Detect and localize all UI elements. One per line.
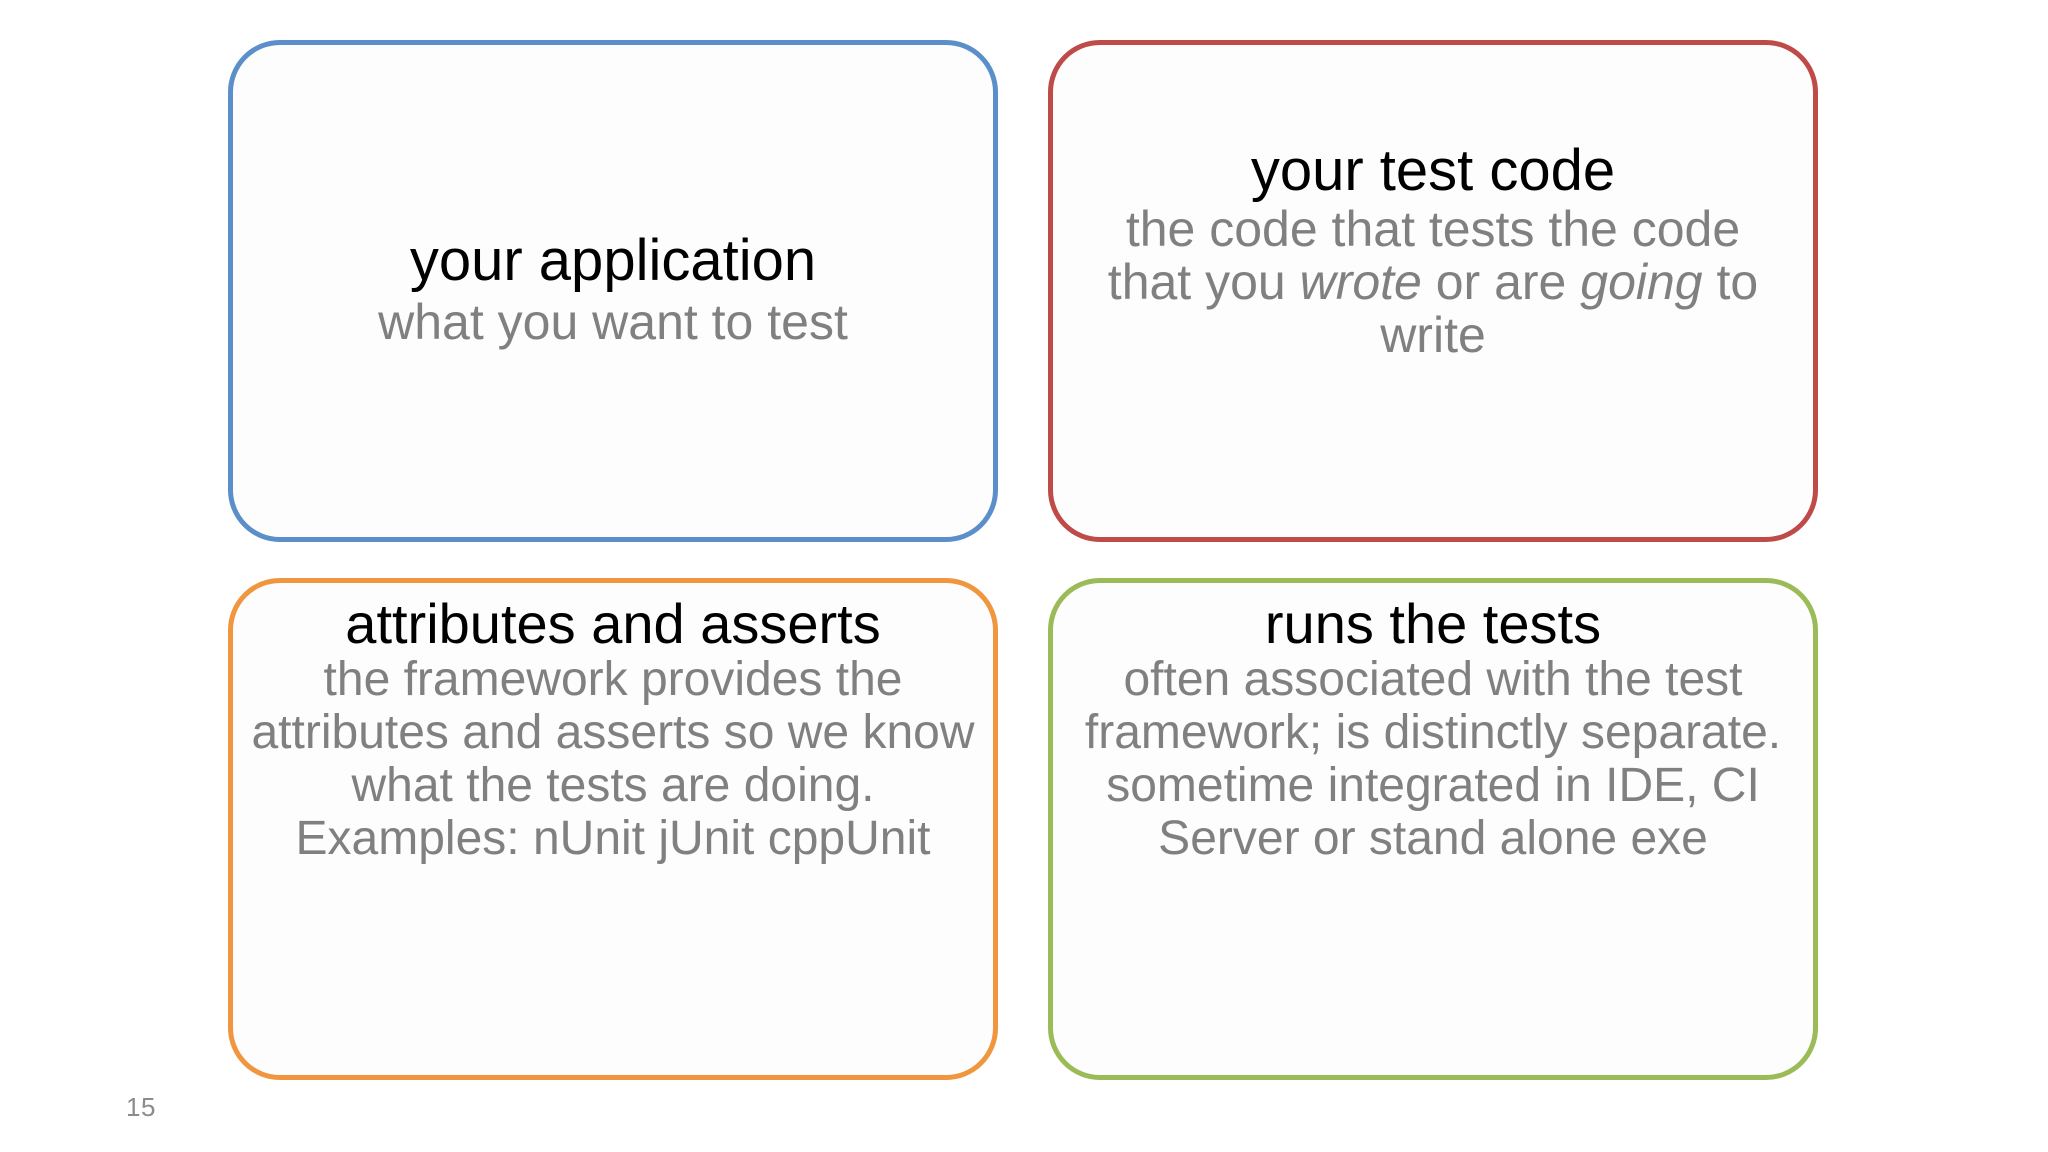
- card-body: the code that tests the code that you wr…: [1107, 201, 1759, 364]
- your-application-card[interactable]: your application what you want to test: [228, 40, 998, 542]
- page-number: 15: [126, 1092, 156, 1122]
- card-heading: your test code: [1250, 138, 1616, 203]
- four-quadrant-diagram: your application what you want to test y…: [228, 40, 1818, 1080]
- card-body: the framework provides the attributes an…: [251, 653, 975, 865]
- card-heading: runs the tests: [1264, 592, 1602, 655]
- runs-the-tests-card[interactable]: runs the tests often associated with the…: [1048, 578, 1818, 1080]
- card-heading: attributes and asserts: [345, 592, 881, 655]
- card-heading: your application: [409, 227, 817, 293]
- card-body: often associated with the test framework…: [1084, 653, 1782, 865]
- card-body: what you want to test: [378, 294, 848, 351]
- attributes-and-asserts-card[interactable]: attributes and asserts the framework pro…: [228, 578, 998, 1080]
- your-test-code-card[interactable]: your test code the code that tests the c…: [1048, 40, 1818, 542]
